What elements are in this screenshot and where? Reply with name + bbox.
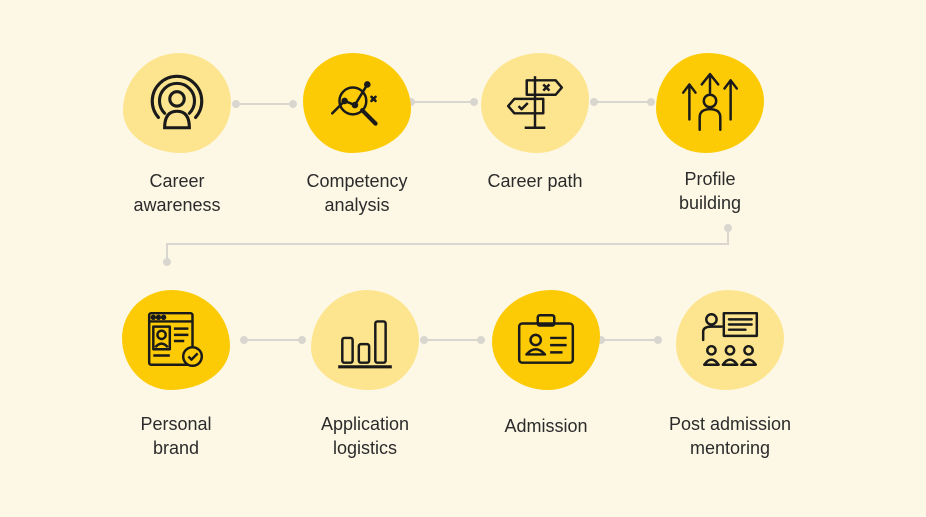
connector-dot	[477, 336, 485, 344]
radar-person-icon	[150, 74, 204, 130]
step-label-line: awareness	[133, 195, 221, 215]
step-blob	[481, 53, 589, 153]
step-blob	[303, 53, 411, 153]
step-label: Admission	[466, 414, 626, 438]
step-label: Career path	[455, 169, 615, 193]
step-label: Personal brand	[96, 412, 256, 460]
step-label-line: Post admission	[668, 414, 792, 434]
step-blob	[492, 290, 600, 390]
step-label-line: building	[678, 193, 742, 213]
connector-dot	[590, 98, 598, 106]
step-label-line: Personal	[140, 414, 212, 434]
connector-dot	[647, 98, 655, 106]
step-label-line: Profile	[684, 169, 736, 189]
connector-dot	[163, 258, 171, 266]
connector-dot	[298, 336, 306, 344]
magnifier-target-icon	[331, 81, 378, 126]
connector-dot	[654, 336, 662, 344]
connector-dot	[470, 98, 478, 106]
connector-dot	[232, 100, 240, 108]
growth-arrows-person-icon	[681, 72, 739, 132]
step-label-line: Competency	[306, 171, 408, 191]
step-blob	[122, 290, 230, 390]
bar-chart-icon	[338, 320, 392, 369]
step-label-line: Career path	[487, 171, 583, 191]
step-blob	[676, 290, 784, 390]
step-blob	[311, 290, 419, 390]
step-label: Post admission mentoring	[650, 412, 810, 460]
step-label-line: Admission	[504, 416, 588, 436]
connector-dot	[240, 336, 248, 344]
presentation-group-icon	[701, 311, 759, 366]
connector-dot	[289, 100, 297, 108]
step-label-line: Career	[149, 171, 205, 191]
step-label-line: mentoring	[689, 438, 771, 458]
connector-row-wrap	[166, 228, 729, 262]
step-label-line: Application	[320, 414, 410, 434]
step-label: Career awareness	[97, 169, 257, 217]
profile-page-check-icon	[147, 311, 204, 368]
step-blob	[123, 53, 231, 153]
connector-dot	[420, 336, 428, 344]
step-label: Competency analysis	[277, 169, 437, 217]
step-label: Profile building	[630, 167, 790, 215]
connector-dot	[724, 224, 732, 232]
step-label: Application logistics	[285, 412, 445, 460]
id-badge-icon	[517, 314, 575, 364]
step-label-line: brand	[152, 438, 200, 458]
step-blob	[656, 53, 764, 153]
step-label-line: analysis	[324, 195, 390, 215]
signpost-icon	[506, 76, 564, 129]
step-label-line: logistics	[332, 438, 398, 458]
